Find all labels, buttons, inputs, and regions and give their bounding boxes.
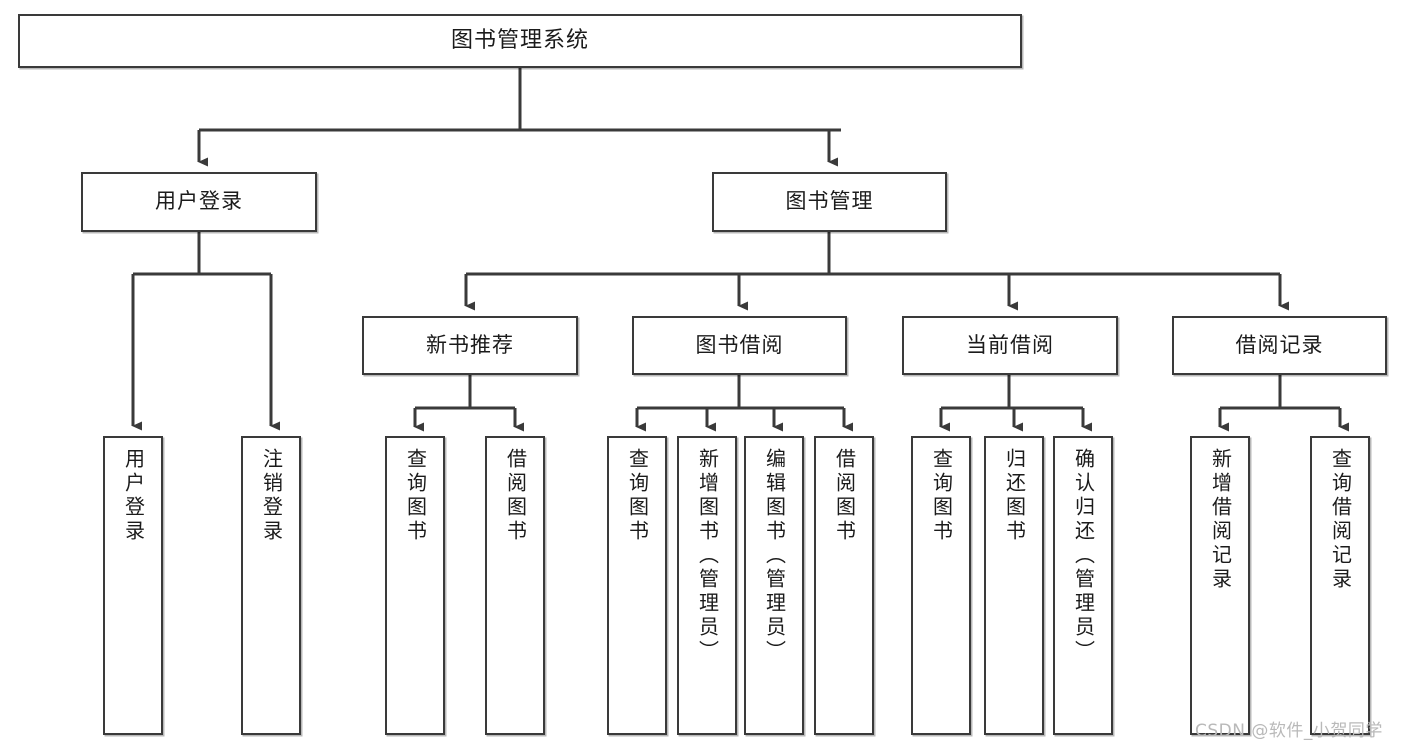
node-leaf-return-book[interactable]: 归还图书	[984, 436, 1044, 735]
node-leaf-query-book-cur[interactable]: 查询图书	[911, 436, 971, 735]
node-borrow-record-label: 借阅记录	[1235, 332, 1324, 357]
node-leaf-add-record-label: 新增借阅记录	[1208, 448, 1233, 592]
node-leaf-borrow-book-label: 借阅图书	[832, 448, 857, 544]
node-leaf-query-book-rec-label: 查询图书	[403, 448, 428, 544]
node-book-manage[interactable]: 图书管理	[712, 172, 947, 232]
node-leaf-query-book-borrow[interactable]: 查询图书	[607, 436, 667, 735]
node-leaf-borrow-book-rec[interactable]: 借阅图书	[485, 436, 545, 735]
node-new-book-rec[interactable]: 新书推荐	[362, 316, 578, 375]
node-borrow-record[interactable]: 借阅记录	[1172, 316, 1387, 375]
node-leaf-add-book-label: 新增图书（管理员）	[695, 448, 720, 664]
node-leaf-user-logout-label: 注销登录	[259, 448, 284, 544]
node-book-manage-label: 图书管理	[785, 189, 874, 214]
node-root-label: 图书管理系统	[450, 27, 589, 53]
node-book-borrow-label: 图书借阅	[695, 332, 784, 357]
node-current-borrow-label: 当前借阅	[966, 332, 1054, 357]
node-leaf-return-book-label: 归还图书	[1002, 448, 1027, 544]
node-leaf-user-login[interactable]: 用户登录	[103, 436, 163, 735]
node-leaf-confirm-return[interactable]: 确认归还（管理员）	[1053, 436, 1113, 735]
node-leaf-query-record[interactable]: 查询借阅记录	[1310, 436, 1370, 735]
node-book-borrow[interactable]: 图书借阅	[632, 316, 847, 375]
node-leaf-edit-book[interactable]: 编辑图书（管理员）	[744, 436, 804, 735]
node-leaf-add-book[interactable]: 新增图书（管理员）	[677, 436, 737, 735]
node-leaf-add-record[interactable]: 新增借阅记录	[1190, 436, 1250, 735]
node-new-book-rec-label: 新书推荐	[426, 332, 514, 357]
node-leaf-query-book-rec[interactable]: 查询图书	[385, 436, 445, 735]
csdn-watermark: CSDN @软件_小贺同学	[1195, 721, 1383, 741]
node-root[interactable]: 图书管理系统	[18, 14, 1022, 68]
node-user-login[interactable]: 用户登录	[81, 172, 317, 232]
node-current-borrow[interactable]: 当前借阅	[902, 316, 1118, 375]
node-leaf-user-login-label: 用户登录	[121, 448, 146, 544]
node-leaf-user-logout[interactable]: 注销登录	[241, 436, 301, 735]
node-leaf-confirm-return-label: 确认归还（管理员）	[1071, 448, 1096, 664]
node-leaf-query-record-label: 查询借阅记录	[1328, 448, 1353, 592]
node-leaf-query-book-borrow-label: 查询图书	[625, 448, 650, 544]
node-leaf-edit-book-label: 编辑图书（管理员）	[762, 448, 787, 664]
node-leaf-borrow-book-rec-label: 借阅图书	[503, 448, 528, 544]
node-leaf-borrow-book[interactable]: 借阅图书	[814, 436, 874, 735]
node-user-login-label: 用户登录	[155, 189, 243, 214]
node-leaf-query-book-cur-label: 查询图书	[929, 448, 954, 544]
